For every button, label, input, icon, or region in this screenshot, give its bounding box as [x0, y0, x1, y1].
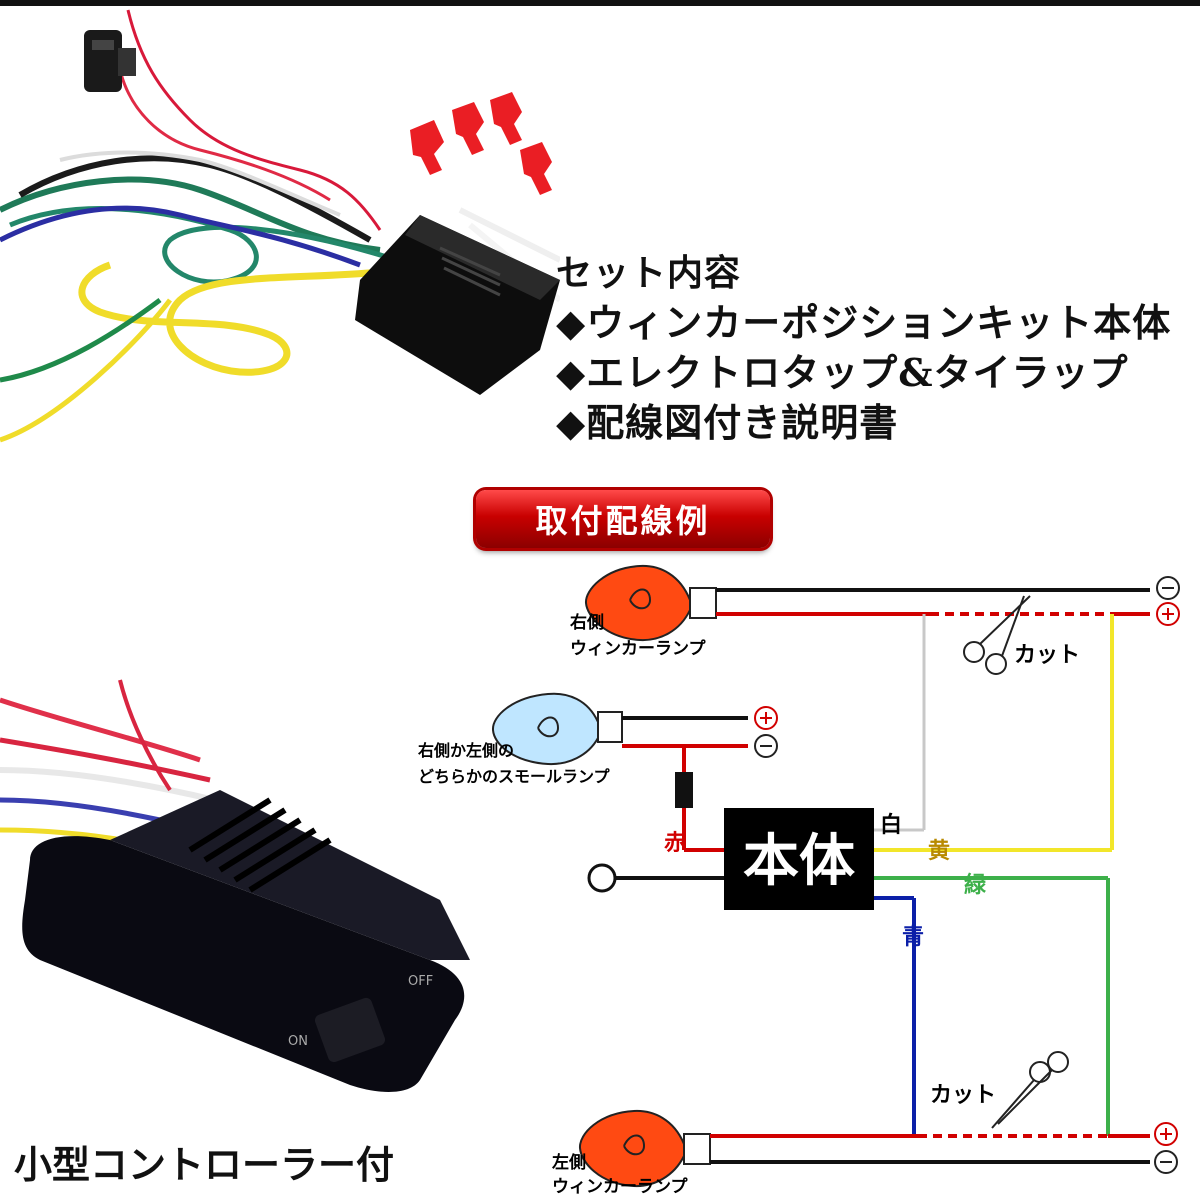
left-winker-bulb-icon — [578, 1109, 711, 1188]
minus-terminal-icon — [754, 734, 778, 758]
right-winker-bulb-icon — [584, 564, 717, 642]
banner-label: 取付配線例 — [535, 502, 711, 540]
set-item-kit: ◆ウィンカーポジションキット本体 — [556, 300, 1172, 345]
left-lamp-label-1: 左側 — [552, 1152, 586, 1173]
left-lamp-label-2: ウィンカーランプ — [552, 1176, 688, 1194]
scissors-icon — [991, 1051, 1069, 1129]
diode-icon — [675, 772, 693, 808]
controller-photo: ON OFF — [0, 679, 470, 1092]
wire-white-label: 白 — [880, 812, 902, 838]
controller-caption: 小型コントローラー付 — [14, 1142, 395, 1187]
right-lamp-label-1: 右側 — [570, 612, 604, 633]
electro-tap-icon — [410, 92, 552, 195]
set-item-manual: ◆配線図付き説明書 — [556, 400, 899, 445]
control-box-icon — [355, 215, 560, 395]
set-item-tap: ◆エレクトロタップ&タイラップ — [556, 350, 1129, 395]
wire-blue-label: 青 — [902, 925, 924, 950]
wiring-example-banner: 取付配線例 — [476, 490, 770, 548]
cut-label-bottom: カット — [930, 1083, 996, 1108]
wire-red-label: 赤 — [664, 831, 686, 856]
main-unit-box — [724, 808, 874, 910]
small-lamp-bulb-icon — [491, 692, 623, 766]
set-contents-title: セット内容 — [556, 252, 742, 294]
plus-terminal-icon — [1156, 602, 1180, 626]
harness-photo — [0, 9, 560, 443]
switch-off-label: OFF — [408, 974, 433, 989]
small-lamp-label-2: どちらかのスモールランプ — [418, 767, 611, 786]
minus-terminal-icon — [1154, 1150, 1178, 1174]
ground-terminal-icon — [587, 863, 617, 893]
cut-label-top: カット — [1014, 643, 1080, 668]
controller-icon: ON OFF — [22, 790, 470, 1092]
right-lamp-label-2: ウィンカーランプ — [570, 638, 706, 659]
main-unit-label: 本体 — [743, 829, 855, 894]
top-border — [0, 0, 1200, 6]
set-contents: セット内容 ◆ウィンカーポジションキット本体 ◆エレクトロタップ&タイラップ ◆… — [556, 248, 1171, 448]
small-lamp-label-1: 右側か左側の — [418, 741, 514, 760]
minus-terminal-icon — [1156, 576, 1180, 600]
switch-on-label: ON — [288, 1034, 308, 1049]
connector-icon — [84, 30, 136, 92]
plus-terminal-icon — [1154, 1122, 1178, 1146]
wire-yellow-label: 黄 — [928, 839, 950, 864]
scissors-icon — [963, 595, 1031, 675]
plus-terminal-icon — [754, 706, 778, 730]
wire-green-label: 緑 — [964, 872, 987, 898]
